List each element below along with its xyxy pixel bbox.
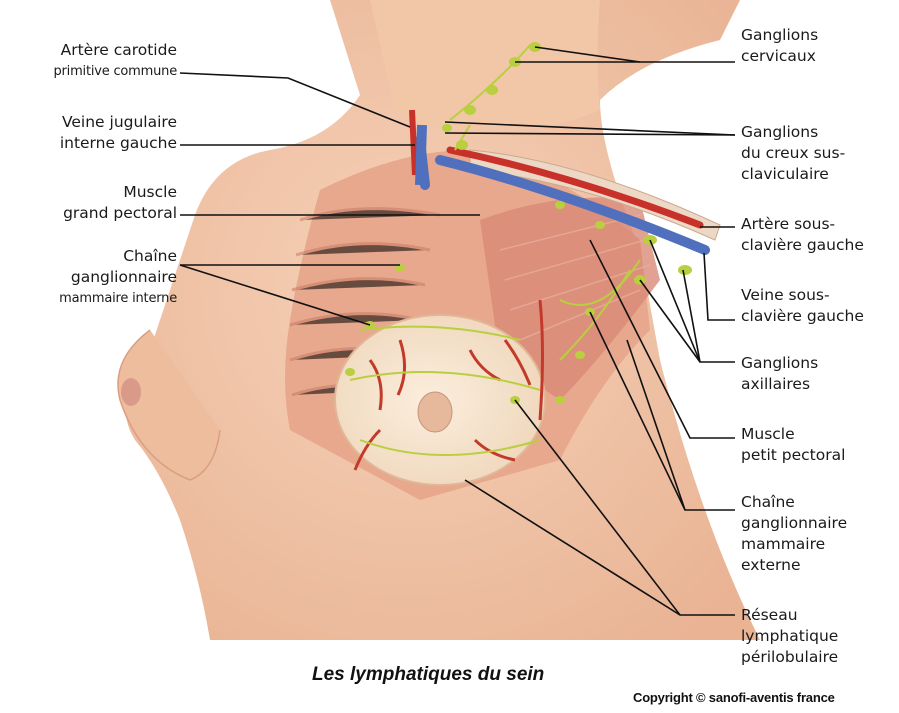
label-line: Chaîne <box>59 246 177 267</box>
label-line: Muscle <box>63 182 177 203</box>
label-line: mammaire interne <box>59 288 177 309</box>
figure-caption: Les lymphatiques du sein <box>312 664 544 686</box>
label-subclavian-artery: Artère sous- clavière gauche <box>741 214 864 256</box>
label-jugular-vein: Veine jugulaire interne gauche <box>60 112 177 154</box>
label-axillary-nodes: Ganglions axillaires <box>741 353 818 395</box>
label-line: claviculaire <box>741 164 845 185</box>
label-line: clavière gauche <box>741 306 864 327</box>
label-internal-chain: Chaîne ganglionnaire mammaire interne <box>59 246 177 309</box>
label-line: grand pectoral <box>63 203 177 224</box>
label-cervical-nodes: Ganglions cervicaux <box>741 25 818 67</box>
label-line: Ganglions <box>741 122 845 143</box>
label-pectoral-minor: Muscle petit pectoral <box>741 424 845 466</box>
right-nipple <box>418 392 452 432</box>
label-line: périlobulaire <box>741 647 838 668</box>
label-line: interne gauche <box>60 133 177 154</box>
label-line: ganglionnaire <box>741 513 847 534</box>
label-line: Ganglions <box>741 353 818 374</box>
label-line: Muscle <box>741 424 845 445</box>
label-line: clavière gauche <box>741 235 864 256</box>
label-line: axillaires <box>741 374 818 395</box>
neck <box>370 0 600 131</box>
left-nipple <box>121 378 141 406</box>
label-subclavian-vein: Veine sous- clavière gauche <box>741 285 864 327</box>
label-line: lymphatique <box>741 626 838 647</box>
label-line: externe <box>741 555 847 576</box>
label-line: ganglionnaire <box>59 267 177 288</box>
label-line: Veine jugulaire <box>60 112 177 133</box>
label-line: Chaîne <box>741 492 847 513</box>
label-line: petit pectoral <box>741 445 845 466</box>
label-line: primitive commune <box>53 61 177 82</box>
label-line: Artère carotide <box>53 40 177 61</box>
label-line: Ganglions <box>741 25 818 46</box>
label-external-chain: Chaîne ganglionnaire mammaire externe <box>741 492 847 576</box>
label-line: Réseau <box>741 605 838 626</box>
label-perilobular-network: Réseau lymphatique périlobulaire <box>741 605 838 668</box>
label-line: du creux sus- <box>741 143 845 164</box>
label-line: Artère sous- <box>741 214 864 235</box>
label-carotid-artery: Artère carotide primitive commune <box>53 40 177 82</box>
copyright-notice: Copyright © sanofi-aventis france <box>633 690 835 705</box>
label-line: cervicaux <box>741 46 818 67</box>
label-line: Veine sous- <box>741 285 864 306</box>
label-line: mammaire <box>741 534 847 555</box>
label-supraclavicular-nodes: Ganglions du creux sus- claviculaire <box>741 122 845 185</box>
carotid-artery <box>412 110 415 175</box>
jugular-vein <box>420 125 422 185</box>
label-pectoral-major: Muscle grand pectoral <box>63 182 177 224</box>
